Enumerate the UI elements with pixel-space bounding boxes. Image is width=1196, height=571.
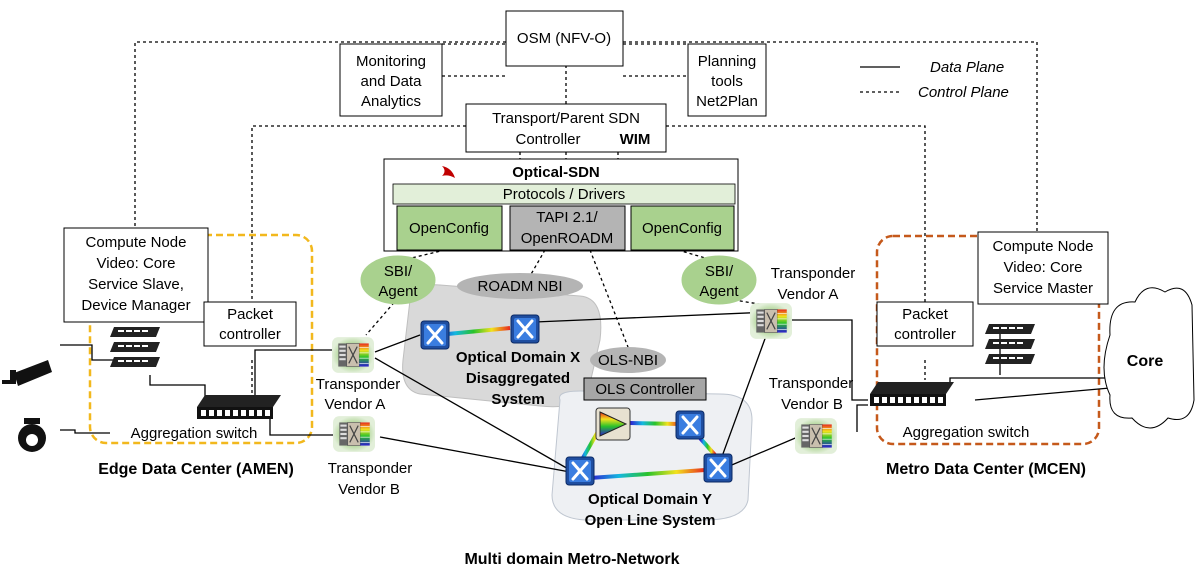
compute-left-line4: Device Manager xyxy=(81,297,190,314)
roadm-x2-icon[interactable] xyxy=(510,314,540,344)
tp-a-right-line1: Transponder xyxy=(771,265,856,282)
sbi-right-line2: Agent xyxy=(699,283,739,300)
sdn-controller-line2: Controller xyxy=(515,131,580,148)
transponder-vendor-a-left-icon[interactable] xyxy=(332,337,374,373)
transponder-vendor-a-right-icon[interactable] xyxy=(750,303,792,339)
tp-a-right-line2: Vendor A xyxy=(778,286,839,303)
domain-x-line3: System xyxy=(491,391,544,408)
tp-a-left-line2: Vendor A xyxy=(325,396,386,413)
osm-box[interactable] xyxy=(505,10,624,67)
monitoring-line3: Analytics xyxy=(361,93,421,110)
domain-y-line1: Optical Domain Y xyxy=(588,491,712,508)
server-right-icon xyxy=(985,323,1036,365)
camera-icon xyxy=(2,360,52,386)
roadm-nbi[interactable] xyxy=(457,273,583,299)
agg-switch-right-label: Aggregation switch xyxy=(903,424,1030,441)
planning-line3: Net2Plan xyxy=(696,93,758,110)
legend-data-plane-label: Data Plane xyxy=(930,59,1004,76)
edge-dc-label: Edge Data Center (AMEN) xyxy=(98,461,294,478)
openconfig-right-module[interactable] xyxy=(630,205,735,251)
tp-b-left-line2: Vendor B xyxy=(338,481,400,498)
aggregation-switch-right-icon[interactable] xyxy=(870,382,954,406)
protocols-bar xyxy=(392,183,736,205)
amplifier-icon[interactable] xyxy=(595,407,631,441)
control-plane-links xyxy=(134,41,1038,417)
packet-right-line2: controller xyxy=(894,326,956,343)
compute-right-line1: Compute Node xyxy=(993,238,1094,255)
packet-controller-right-box[interactable] xyxy=(876,301,974,347)
sbi-agent-left[interactable] xyxy=(360,255,436,305)
packet-controller-left-box[interactable] xyxy=(203,301,297,347)
domain-y-line2: Open Line System xyxy=(585,512,716,529)
tapi-line1: TAPI 2.1/ xyxy=(536,209,598,226)
data-plane-links xyxy=(60,311,1111,473)
roadm-y1-icon[interactable] xyxy=(675,410,705,440)
roadm-y2-icon[interactable] xyxy=(565,456,595,486)
compute-left-line2: Video: Core xyxy=(97,255,176,272)
ols-controller-label: OLS Controller xyxy=(595,381,694,398)
domain-y-links xyxy=(578,421,717,480)
openconfig-right-label: OpenConfig xyxy=(642,220,722,237)
transponder-vendor-b-right-icon[interactable] xyxy=(795,418,837,454)
agg-switch-left-label: Aggregation switch xyxy=(131,425,258,442)
sbi-left-line2: Agent xyxy=(378,283,418,300)
legend-control-plane-label: Control Plane xyxy=(918,84,1009,101)
planning-box[interactable] xyxy=(687,43,767,117)
onos-bird-icon xyxy=(442,166,455,178)
tp-a-left-line1: Transponder xyxy=(316,376,401,393)
packet-left-line1: Packet xyxy=(227,306,274,323)
compute-node-right-box[interactable] xyxy=(977,231,1109,305)
tapi-module[interactable] xyxy=(509,205,626,251)
diagram-caption: Multi domain Metro-Network xyxy=(464,551,679,568)
domain-x-line1: Optical Domain X xyxy=(456,349,580,366)
monitoring-line2: and Data xyxy=(361,73,423,90)
tp-b-right-line1: Transponder xyxy=(769,375,854,392)
compute-left-line3: Service Slave, xyxy=(88,276,184,293)
domain-x-line2: Disaggregated xyxy=(466,370,570,387)
aggregation-switch-left-icon[interactable] xyxy=(197,395,281,419)
planning-line2: tools xyxy=(711,73,743,90)
osm-label: OSM (NFV-O) xyxy=(517,30,611,47)
sbi-right-line1: SBI/ xyxy=(705,263,734,280)
monitoring-box[interactable] xyxy=(339,43,443,117)
server-left-icon xyxy=(110,326,161,368)
tapi-line2: OpenROADM xyxy=(521,230,614,247)
packet-left-line2: controller xyxy=(219,326,281,343)
monitoring-line1: Monitoring xyxy=(356,53,426,70)
roadm-y3-icon[interactable] xyxy=(703,453,733,483)
tp-b-right-line2: Vendor B xyxy=(781,396,843,413)
packet-right-line1: Packet xyxy=(902,306,949,323)
core-label: Core xyxy=(1127,353,1164,370)
roadm-nbi-label: ROADM NBI xyxy=(477,278,562,295)
compute-node-left-box[interactable] xyxy=(63,227,209,323)
compute-right-line2: Video: Core xyxy=(1004,259,1083,276)
tp-b-left-line1: Transponder xyxy=(328,460,413,477)
ols-controller-box[interactable] xyxy=(583,377,707,401)
wim-label: WIM xyxy=(620,131,651,148)
openconfig-left-label: OpenConfig xyxy=(409,220,489,237)
ols-nbi-label: OLS-NBI xyxy=(598,352,658,369)
dome-camera-icon xyxy=(18,418,46,452)
metro-dc-label: Metro Data Center (MCEN) xyxy=(886,461,1086,478)
ols-nbi[interactable] xyxy=(590,347,666,373)
compute-left-line1: Compute Node xyxy=(86,234,187,251)
optical-sdn-title: Optical-SDN xyxy=(512,164,600,181)
sbi-left-line1: SBI/ xyxy=(384,263,413,280)
protocols-label: Protocols / Drivers xyxy=(503,186,626,203)
sdn-controller-box[interactable] xyxy=(465,103,667,153)
core-cloud[interactable] xyxy=(1103,287,1195,429)
roadm-x1-icon[interactable] xyxy=(420,320,450,350)
sdn-controller-line1: Transport/Parent SDN xyxy=(492,110,640,127)
sbi-agent-right[interactable] xyxy=(681,255,757,305)
transponder-vendor-b-left-icon[interactable] xyxy=(333,416,375,452)
openconfig-left-module[interactable] xyxy=(396,205,503,251)
planning-line1: Planning xyxy=(698,53,756,70)
compute-right-line3: Service Master xyxy=(993,280,1093,297)
